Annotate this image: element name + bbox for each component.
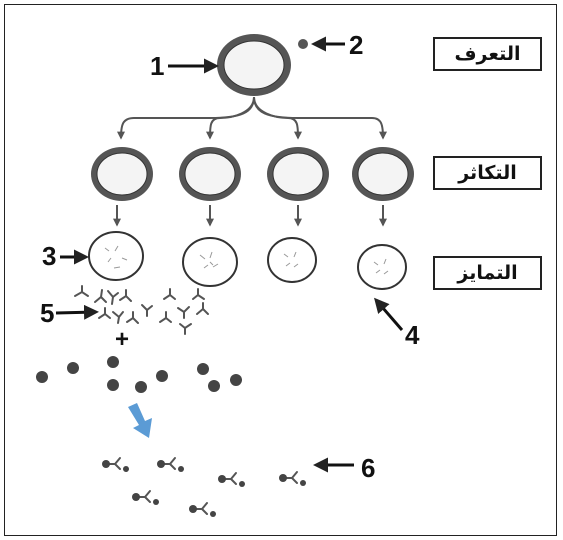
marker-2: 2 bbox=[349, 30, 364, 60]
proliferation-cell bbox=[91, 147, 153, 201]
stage-label-differentiation: التمايز bbox=[433, 256, 542, 290]
down-arrows bbox=[113, 205, 387, 227]
proliferation-cell bbox=[352, 147, 414, 201]
marker-5: 5 bbox=[40, 298, 55, 328]
stage-label-proliferation: التكاثر bbox=[433, 156, 542, 190]
antigens bbox=[36, 356, 242, 393]
proliferation-cell bbox=[267, 147, 329, 201]
marker-4: 4 bbox=[405, 320, 420, 350]
proliferation-cell bbox=[179, 147, 241, 201]
antigen-antibody-complexes bbox=[107, 457, 298, 515]
marker-3: 3 bbox=[42, 241, 57, 271]
marker-1: 1 bbox=[150, 51, 165, 81]
arrow-5 bbox=[55, 304, 99, 320]
antigen-dot bbox=[298, 39, 308, 49]
differentiated-cell bbox=[182, 237, 238, 287]
recognition-cell bbox=[217, 34, 291, 96]
differentiated-cell bbox=[267, 237, 317, 283]
stage-label-recognition: التعرف bbox=[433, 37, 542, 71]
branching-arrows bbox=[117, 96, 387, 140]
arrow-4 bbox=[374, 297, 404, 331]
blue-arrow bbox=[128, 403, 152, 438]
memory-cell bbox=[357, 244, 407, 290]
plasma-cell bbox=[88, 231, 144, 281]
marker-6: 6 bbox=[361, 453, 376, 483]
plus-sign: + bbox=[115, 326, 130, 353]
complex-antigen-dots bbox=[102, 460, 306, 517]
antibody-cluster bbox=[74, 285, 209, 335]
